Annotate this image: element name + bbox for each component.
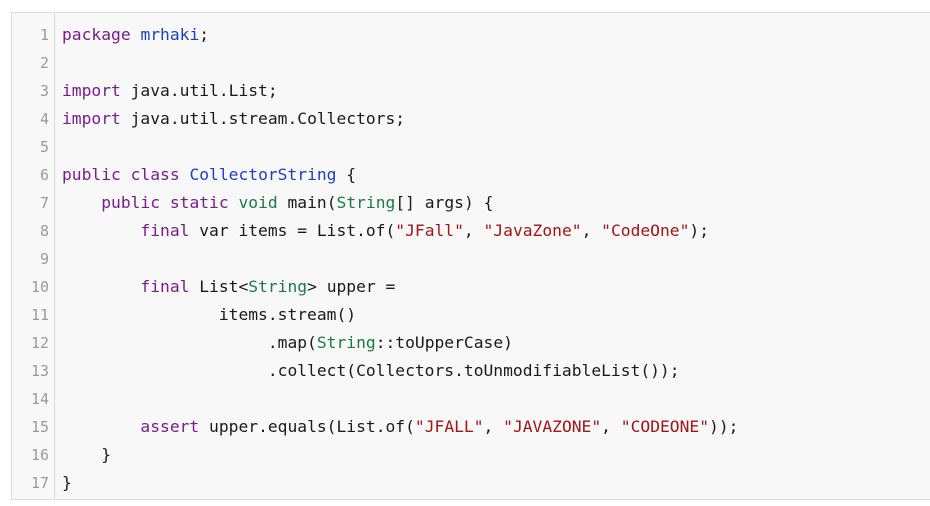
code-token: )); <box>709 417 739 436</box>
code-token: void <box>238 193 278 212</box>
code-token: "JFall" <box>395 221 464 240</box>
code-token: java.util.stream.Collectors; <box>120 109 406 128</box>
line-number: 2 <box>39 54 49 72</box>
code-token <box>62 221 140 240</box>
code-token: "CODEONE" <box>620 417 710 436</box>
code-token <box>180 165 190 184</box>
line-number: 10 <box>30 278 49 296</box>
code-token: items.stream() <box>62 305 357 324</box>
code-token <box>131 25 141 44</box>
code-token: "JFALL" <box>414 417 484 436</box>
code-text: } <box>62 469 72 497</box>
line-number: 13 <box>30 362 49 380</box>
code-token: "JavaZone" <box>483 221 582 240</box>
code-token: String <box>248 277 308 296</box>
code-line: 14 <box>12 385 930 413</box>
code-token: package <box>62 25 131 44</box>
code-token: java.util.List; <box>120 81 278 100</box>
code-line: 11 items.stream() <box>12 301 930 329</box>
line-number: 8 <box>39 222 49 240</box>
code-text: .map(String::toUpperCase) <box>62 329 513 357</box>
code-token: List< <box>189 277 249 296</box>
code-token <box>62 417 140 436</box>
code-text: import java.util.stream.Collectors; <box>62 105 405 133</box>
code-token: , <box>463 221 484 240</box>
code-line: 9 <box>12 245 930 273</box>
code-token: public class <box>62 165 180 184</box>
code-line: 15 assert upper.equals(List.of("JFALL", … <box>12 413 930 441</box>
line-number: 3 <box>39 82 49 100</box>
code-line: 13 .collect(Collectors.toUnmodifiableLis… <box>12 357 930 385</box>
code-token: ::toUpperCase) <box>375 333 513 352</box>
code-token: mrhaki <box>140 25 200 44</box>
code-text: assert upper.equals(List.of("JFALL", "JA… <box>62 413 738 441</box>
code-token: main( <box>277 193 337 212</box>
code-line: 10 final List<String> upper = <box>12 273 930 301</box>
code-text: public static void main(String[] args) { <box>62 189 493 217</box>
line-number: 15 <box>30 418 49 436</box>
code-line: 7 public static void main(String[] args)… <box>12 189 930 217</box>
code-token: } <box>62 473 72 492</box>
code-text: items.stream() <box>62 301 356 329</box>
code-line: 17} <box>12 469 930 497</box>
code-token: upper.equals(List.of( <box>199 417 415 436</box>
code-token: String <box>336 193 396 212</box>
code-line: 4 import java.util.stream.Collectors; <box>12 105 930 133</box>
code-line: 8 final var items = List.of("JFall", "Ja… <box>12 217 930 245</box>
line-number: 9 <box>39 250 49 268</box>
code-text: final var items = List.of("JFall", "Java… <box>62 217 709 245</box>
code-token: , <box>601 417 621 436</box>
line-number: 4 <box>39 110 49 128</box>
code-token: String <box>316 333 376 352</box>
line-number: 1 <box>39 26 49 44</box>
line-number: 6 <box>39 166 49 184</box>
code-token: import <box>62 109 121 128</box>
code-token: "JAVAZONE" <box>503 417 602 436</box>
code-token <box>62 193 101 212</box>
code-line: 12 .map(String::toUpperCase) <box>12 329 930 357</box>
code-token: final <box>140 221 190 240</box>
code-token: "CodeOne" <box>601 221 690 240</box>
code-line: 5 <box>12 133 930 161</box>
code-token: [] args) { <box>395 193 494 212</box>
code-line: 2 <box>12 49 930 77</box>
code-token: final <box>140 277 190 296</box>
code-token: import <box>62 81 121 100</box>
line-number: 5 <box>39 138 49 156</box>
code-token: CollectorString <box>189 165 337 184</box>
code-block: 1 package mrhaki; 2 3 import java.util.List;… <box>11 12 930 500</box>
code-line: 1 package mrhaki; <box>12 21 930 49</box>
code-token <box>62 277 140 296</box>
line-number: 7 <box>39 194 49 212</box>
code-token: > upper = <box>307 277 396 296</box>
code-text: } <box>62 441 111 469</box>
code-text: package mrhaki; <box>62 21 209 49</box>
code-text: .collect(Collectors.toUnmodifiableList()… <box>62 357 680 385</box>
code-token: .collect(Collectors.toUnmodifiableList()… <box>62 361 680 380</box>
line-number: 17 <box>30 474 49 492</box>
code-line: 6 public class CollectorString { <box>12 161 930 189</box>
code-token: public static <box>101 193 229 212</box>
line-number: 16 <box>30 446 49 464</box>
line-number: 12 <box>30 334 49 352</box>
code-token: , <box>483 417 504 436</box>
code-token: ; <box>199 25 210 44</box>
line-number-gutter <box>12 13 55 499</box>
code-token: assert <box>140 417 200 436</box>
code-line: 16 } <box>12 441 930 469</box>
code-token: } <box>62 445 112 464</box>
code-token: .map( <box>62 333 317 352</box>
code-text: import java.util.List; <box>62 77 278 105</box>
line-number: 14 <box>30 390 49 408</box>
code-token: { <box>336 165 357 184</box>
code-token: var items = List.of( <box>189 221 396 240</box>
line-number: 11 <box>30 306 49 324</box>
code-token: , <box>581 221 602 240</box>
code-token: ); <box>689 221 710 240</box>
code-text: final List<String> upper = <box>62 273 395 301</box>
code-text: public class CollectorString { <box>62 161 356 189</box>
code-line: 3 import java.util.List; <box>12 77 930 105</box>
code-token <box>229 193 239 212</box>
